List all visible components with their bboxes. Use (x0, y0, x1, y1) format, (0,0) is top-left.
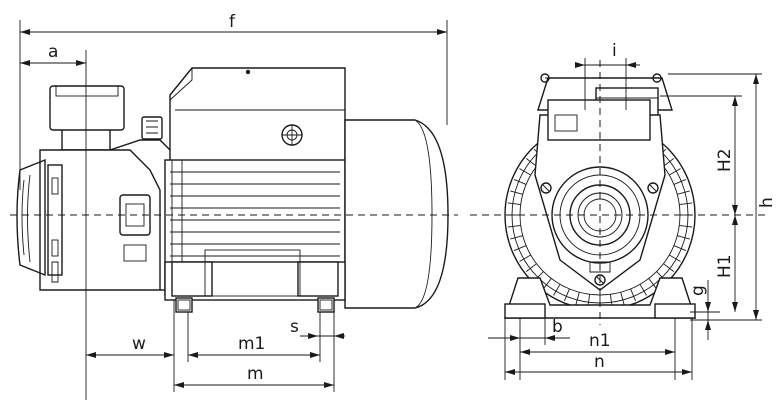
fin-line (543, 278, 552, 290)
label-h1: H1 (715, 254, 735, 278)
fin-line (679, 202, 693, 206)
label-m: m (247, 364, 264, 384)
fin-line (677, 235, 690, 240)
fin-line (575, 292, 580, 305)
label-h: h (757, 197, 777, 208)
fin-line (677, 190, 690, 195)
label-g: g (688, 285, 708, 296)
label-f: f (229, 12, 236, 32)
label-n1: n1 (589, 331, 611, 351)
fin-line (648, 278, 657, 290)
front-view (504, 73, 696, 319)
label-n: n (594, 352, 605, 372)
label-i: i (612, 41, 617, 61)
label-m1: m1 (238, 334, 265, 354)
label-a: a (48, 42, 58, 62)
fin-line (673, 178, 687, 185)
fin-line (673, 245, 687, 252)
fin-line (510, 190, 523, 195)
label-s: s (290, 317, 299, 337)
fin-line (507, 224, 521, 228)
fin-line (620, 292, 625, 305)
fin-line (513, 178, 527, 185)
fin-line (525, 158, 537, 167)
fin-line (679, 224, 693, 228)
dimension-arrows (20, 29, 759, 388)
fin-line (553, 284, 561, 296)
fin-line (519, 254, 531, 262)
fin-line (663, 158, 675, 167)
fin-line (507, 202, 521, 206)
side-view (16, 67, 449, 313)
fin-line (519, 168, 531, 176)
label-w: w (132, 334, 146, 354)
fin-line (525, 263, 537, 272)
fin-line (669, 168, 681, 176)
fin-line (630, 288, 637, 302)
fin-line (639, 284, 647, 296)
fin-line (669, 254, 681, 262)
fin-line (663, 263, 675, 272)
dimension-labels: f a w m1 m s i H2 h H1 g b n1 n (48, 12, 777, 384)
fin-line (563, 288, 570, 302)
fin-line (510, 235, 523, 240)
fin-line (513, 245, 527, 252)
label-h2: H2 (715, 148, 735, 172)
label-b: b (552, 317, 563, 337)
